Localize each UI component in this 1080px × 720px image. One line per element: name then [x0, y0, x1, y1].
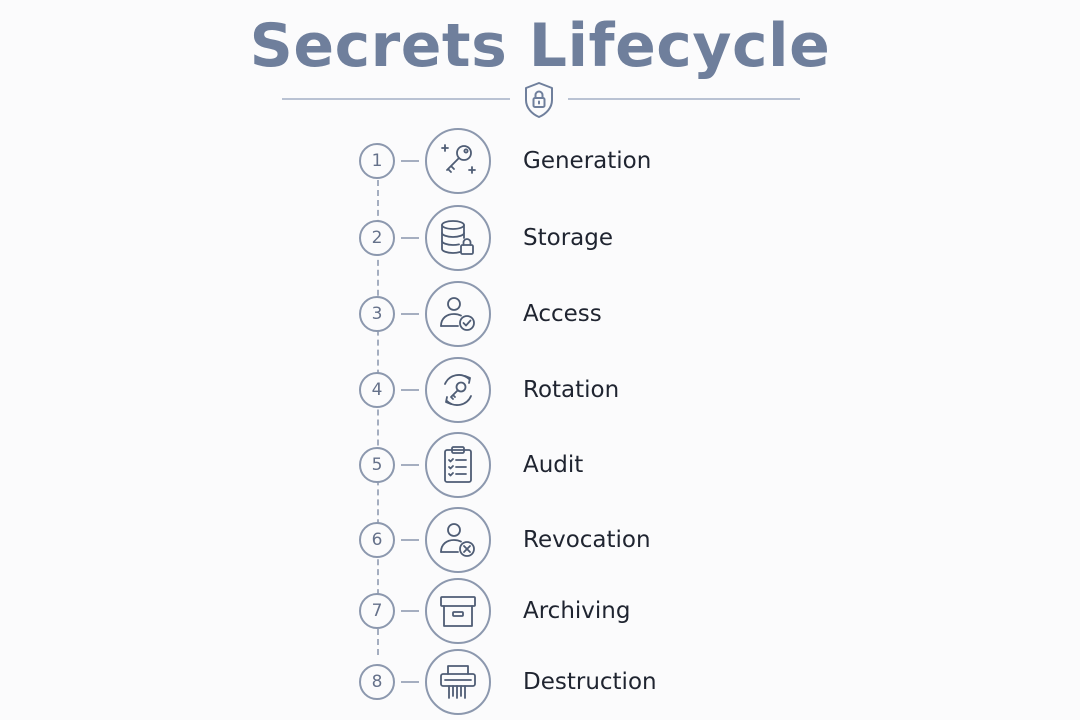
step-label: Rotation — [523, 377, 620, 403]
step-number: 5 — [359, 447, 395, 483]
step-connector — [401, 313, 419, 315]
step-number: 7 — [359, 593, 395, 629]
step-connector — [401, 389, 419, 391]
step-number: 3 — [359, 296, 395, 332]
step-label: Archiving — [523, 598, 631, 624]
step-number: 1 — [359, 143, 395, 179]
step-storage: 2 Storage — [0, 203, 1080, 273]
shredder-icon — [425, 649, 491, 715]
step-access: 3 Access — [0, 279, 1080, 349]
step-connector — [401, 610, 419, 612]
clipboard-checklist-icon — [425, 432, 491, 498]
key-sparkle-icon — [425, 128, 491, 194]
step-connector — [401, 160, 419, 162]
step-label: Access — [523, 301, 602, 327]
title-divider-right — [568, 98, 800, 100]
user-remove-icon — [425, 507, 491, 573]
step-number: 2 — [359, 220, 395, 256]
step-archiving: 7 Archiving — [0, 576, 1080, 646]
step-generation: 1 Generation — [0, 126, 1080, 196]
step-connector — [401, 464, 419, 466]
step-connector — [401, 237, 419, 239]
step-rotation: 4 Rotation — [0, 355, 1080, 425]
key-rotate-icon — [425, 357, 491, 423]
user-check-icon — [425, 281, 491, 347]
step-audit: 5 Audit — [0, 430, 1080, 500]
step-label: Audit — [523, 452, 584, 478]
archive-box-icon — [425, 578, 491, 644]
diagram-title: Secrets Lifecycle — [249, 11, 831, 81]
step-label: Generation — [523, 148, 652, 174]
step-number: 4 — [359, 372, 395, 408]
step-number: 6 — [359, 522, 395, 558]
step-label: Destruction — [523, 669, 657, 695]
timeline-connector — [377, 180, 379, 655]
step-revocation: 6 Revocation — [0, 505, 1080, 575]
step-number: 8 — [359, 664, 395, 700]
step-connector — [401, 681, 419, 683]
step-connector — [401, 539, 419, 541]
step-label: Storage — [523, 225, 613, 251]
step-label: Revocation — [523, 527, 651, 553]
shield-lock-icon — [525, 82, 553, 118]
step-destruction: 8 Destruction — [0, 647, 1080, 717]
title-divider-left — [282, 98, 510, 100]
database-lock-icon — [425, 205, 491, 271]
